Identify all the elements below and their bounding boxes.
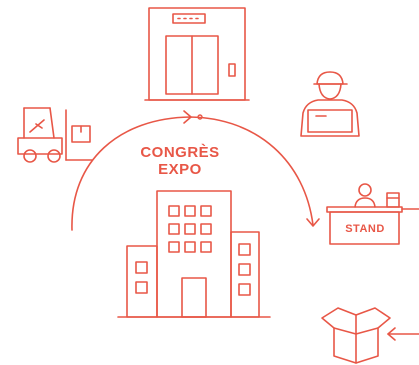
flow-arc [71,110,320,231]
arrow-icon [387,327,419,341]
arrow-icon [183,110,192,124]
venue-name-line2: EXPO [158,161,202,178]
building-icon [117,190,271,318]
venue-name-line1: CONGRÈS [140,144,220,161]
forklift-icon [17,107,93,163]
delivery-person-icon [300,71,360,137]
arrow-icon [306,218,320,227]
arc-dot [197,114,203,120]
stand-icon [326,183,419,245]
stand-label: STAND [345,223,385,235]
elevator-icon [144,7,250,101]
open-box-icon [321,307,391,364]
